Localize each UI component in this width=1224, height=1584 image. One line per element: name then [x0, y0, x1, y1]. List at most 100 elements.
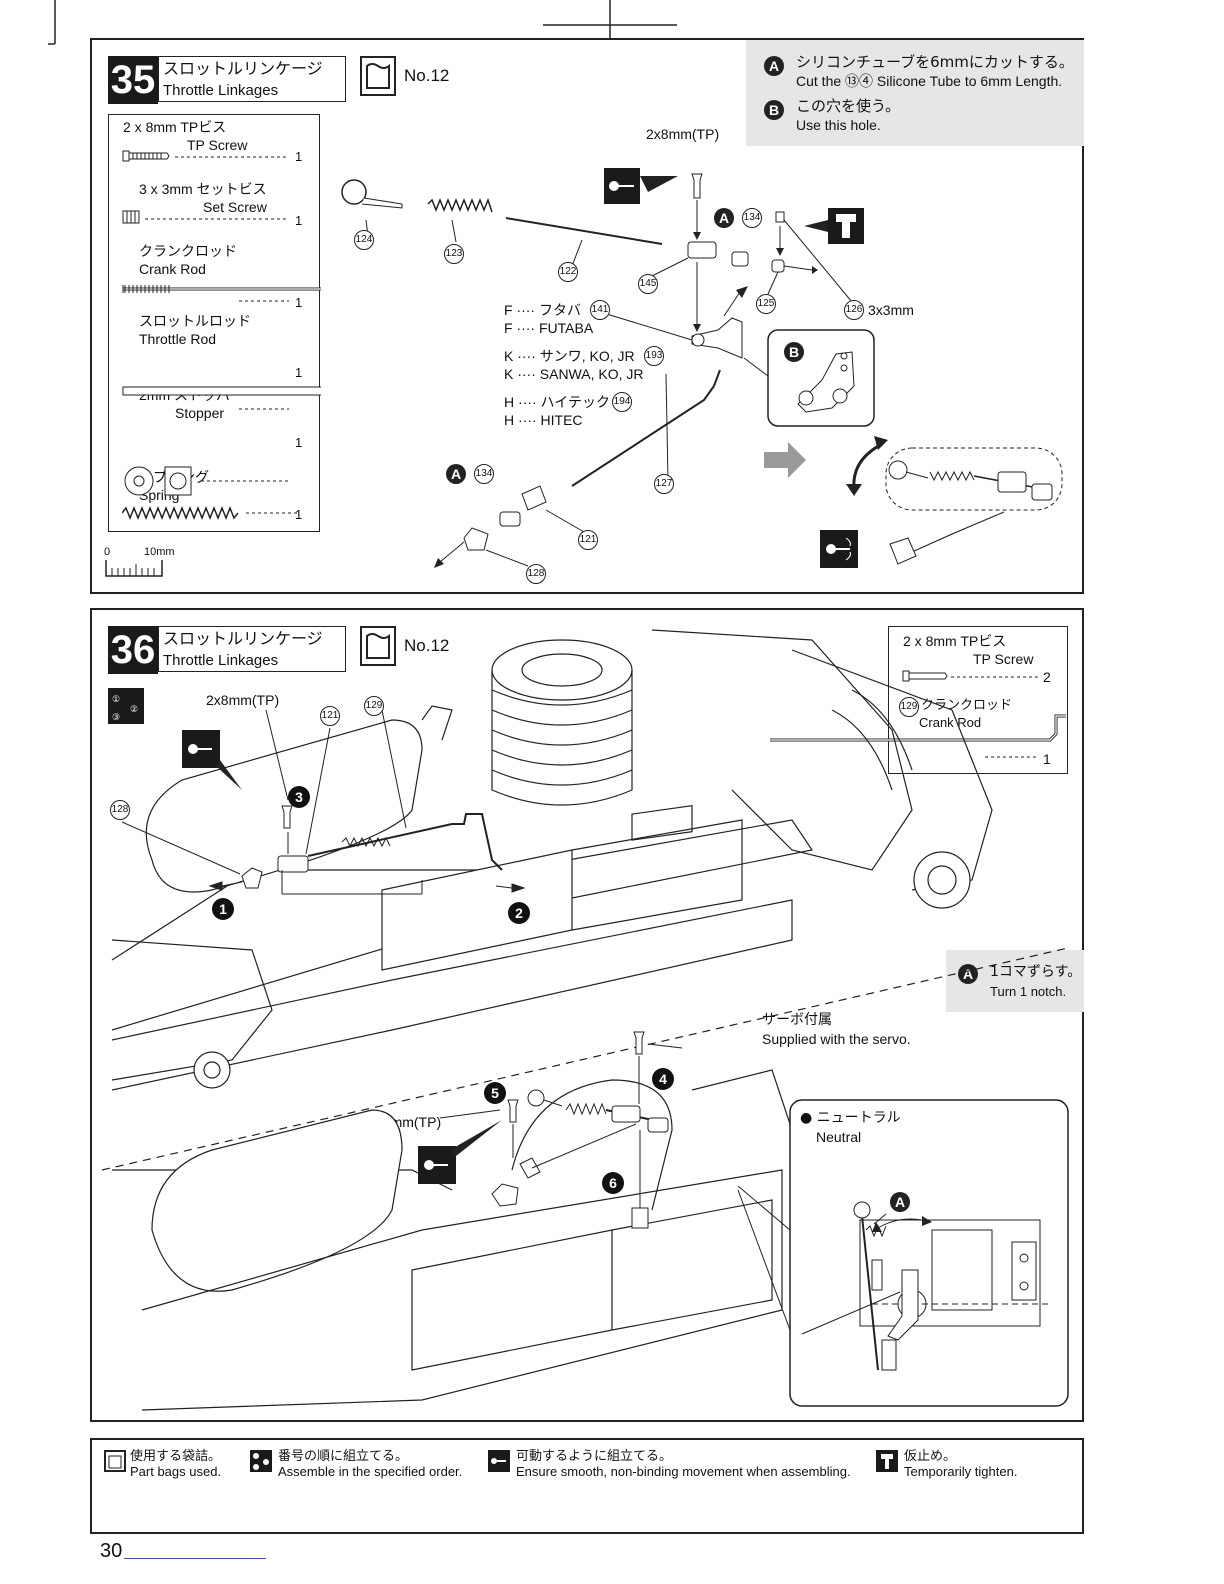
- note-a-en: Turn 1 notch.: [990, 984, 1067, 999]
- servo-futaba-jp: F ···· フタバ: [504, 302, 581, 318]
- part-2-en: Set Screw: [203, 199, 267, 215]
- marker-a: A: [714, 208, 734, 228]
- bag-label: No.12: [404, 636, 450, 655]
- part-1-qty: 1: [295, 149, 303, 164]
- legend-1-jp: 使用する袋詰。: [130, 1448, 222, 1463]
- scale-ten: 10mm: [144, 546, 175, 558]
- ref-194: 194: [612, 392, 632, 412]
- legend-3-jp: 可動するように組立てる。: [516, 1448, 673, 1463]
- bag-icon: [360, 626, 396, 666]
- ref-121: 121: [320, 706, 340, 726]
- spring-drawing: [122, 506, 239, 520]
- servo-jp: サーボ付属: [762, 1012, 832, 1028]
- parts-drawings: [122, 150, 321, 496]
- bag-icon: [104, 1450, 126, 1472]
- ref-123: 123: [444, 244, 464, 264]
- neutral-label: ● ニュートラル Neutral: [800, 1108, 901, 1147]
- note-a-en: Cut the ⑬④ Silicone Tube to 6mm Length.: [796, 73, 1063, 89]
- part-3-jp: クランクロッド: [139, 243, 237, 259]
- servo-sanwa-en: K ···· SANWA, KO, JR: [504, 366, 644, 382]
- screwdriver-icon: [820, 530, 858, 568]
- legend-4-jp: 仮止め。: [904, 1448, 957, 1463]
- step-35-panel: 35 スロットルリンケージ Throttle Linkages No.12 A …: [90, 38, 1084, 594]
- marker-a-2: A: [446, 464, 466, 484]
- ref-122: 122: [558, 262, 578, 282]
- note-a-marker: A: [958, 964, 978, 984]
- scale-ruler: [105, 560, 163, 577]
- ref-129: 129: [364, 696, 384, 716]
- bag-label: No.12: [404, 66, 450, 85]
- servo-en: Supplied with the servo.: [762, 1031, 911, 1047]
- parts-rod-en: Crank Rod: [919, 715, 982, 730]
- part-1-en: TP Screw: [187, 137, 248, 153]
- step-title: スロットルリンケージ Throttle Linkages: [158, 56, 346, 102]
- order-step-3: 3: [288, 786, 310, 808]
- order-icon: ① ② ③: [108, 688, 144, 724]
- part-3-en: Crank Rod: [139, 261, 206, 277]
- marker-a-neutral: A: [890, 1192, 910, 1212]
- step-title: スロットルリンケージ Throttle Linkages: [158, 626, 346, 672]
- legend-panel: 使用する袋詰。 Part bags used. 番号の順に組立てる。 Assem…: [90, 1438, 1084, 1534]
- part-5-qty: 1: [295, 435, 303, 450]
- ref-126: 126: [844, 300, 864, 320]
- setscrew-label: 3x3mm: [868, 302, 914, 318]
- parts-rod-jp: クランクロッド: [921, 697, 1013, 712]
- ref-129-part: 129: [899, 697, 919, 717]
- legend-2-jp: 番号の順に組立てる。: [278, 1448, 409, 1463]
- step-36-diagram: [101, 629, 1069, 1411]
- ref-124: 124: [354, 230, 374, 250]
- bag-icon: [360, 56, 396, 96]
- neutral-jp: ● ニュートラル: [800, 1110, 901, 1126]
- step-35-diagram: [341, 168, 1063, 568]
- legend-1-en: Part bags used.: [130, 1464, 222, 1479]
- spring-qty-leader: [246, 512, 298, 514]
- legend-4-en: Temporarily tighten.: [904, 1464, 1018, 1479]
- step-title-jp: スロットルリンケージ: [163, 59, 323, 78]
- order-step-2: 2: [508, 902, 530, 924]
- part-6-qty: 1: [295, 507, 303, 522]
- step-36-panel: 36 スロットルリンケージ Throttle Linkages No.12 ① …: [90, 608, 1084, 1422]
- note-a-jp: 1コマずらす。: [990, 964, 1082, 980]
- step-title-en: Throttle Linkages: [163, 652, 279, 669]
- parts-screw-qty: 2: [1043, 669, 1051, 685]
- part-3-qty: 1: [295, 295, 303, 310]
- part-4-en: Throttle Rod: [139, 331, 217, 347]
- screwdriver-icon: [488, 1450, 510, 1472]
- page-number-rule: [124, 1558, 266, 1559]
- part-5-en: Stopper: [175, 405, 225, 421]
- screw-label: 2x8mm(TP): [646, 126, 720, 142]
- crank-rod-36: [770, 714, 1066, 742]
- neutral-jp-text: ニュートラル: [816, 1110, 901, 1126]
- order-step-4: 4: [652, 1068, 674, 1090]
- ref-134-2: 134: [474, 464, 494, 484]
- ref-134: 134: [742, 208, 762, 228]
- ref-141: 141: [590, 300, 610, 320]
- order-step-5: 5: [484, 1082, 506, 1104]
- parts-rod-qty: 1: [1043, 751, 1051, 767]
- step-title-en: Throttle Linkages: [163, 82, 279, 99]
- svg-text:①: ①: [112, 694, 120, 704]
- crop-marks: [48, 0, 677, 45]
- step-number: 36: [108, 626, 158, 674]
- order-step-1: 1: [212, 898, 234, 920]
- parts-box: 2 x 8mm TPビス TP Screw 2 129 クランクロッド Cran…: [888, 626, 1068, 774]
- part-1-jp: 2 x 8mm TPビス: [123, 119, 227, 135]
- note-a-marker: A: [764, 56, 784, 76]
- ref-121: 121: [578, 530, 598, 550]
- part-2-qty: 1: [295, 213, 303, 228]
- page-number: 30: [100, 1540, 123, 1562]
- order-step-6: 6: [602, 1172, 624, 1194]
- screw-label: 2x8mm(TP): [206, 692, 280, 708]
- legend-2-en: Assemble in the specified order.: [278, 1464, 463, 1479]
- part-4-qty: 1: [295, 365, 303, 380]
- legend-3-en: Ensure smooth, non-binding movement when…: [516, 1464, 851, 1479]
- note-a-jp: シリコンチューブを6mmにカットする。: [796, 53, 1074, 71]
- notes-box: A 1コマずらす。 Turn 1 notch.: [946, 950, 1084, 1012]
- part-4-jp: スロットルロッド: [139, 313, 251, 329]
- ref-193: 193: [644, 346, 664, 366]
- ref-128: 128: [110, 800, 130, 820]
- marker-b: B: [784, 342, 804, 362]
- servo-futaba-en: F ···· FUTABA: [504, 320, 594, 336]
- svg-text:③: ③: [112, 712, 120, 722]
- ref-145: 145: [638, 274, 658, 294]
